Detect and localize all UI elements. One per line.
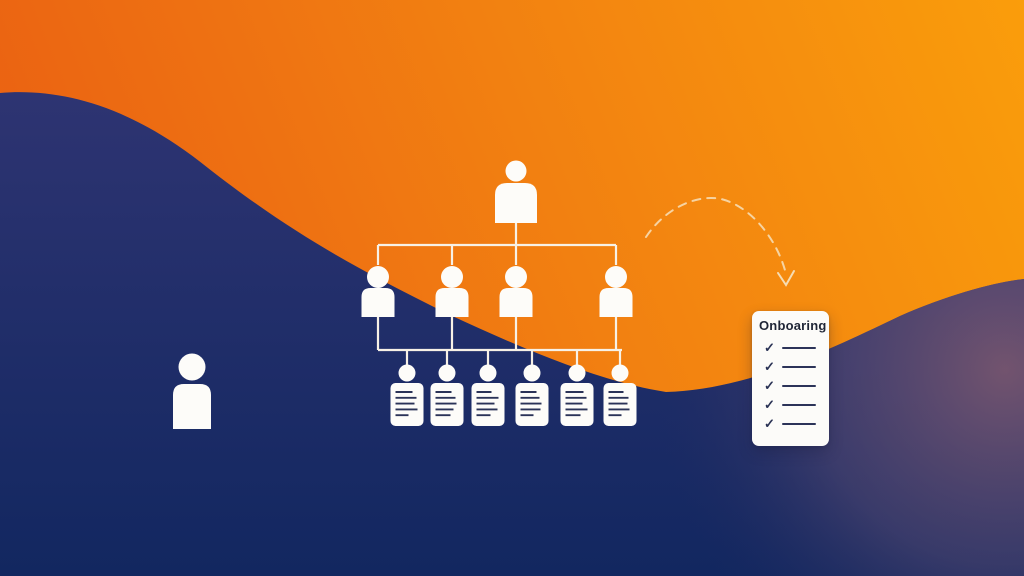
employee-profile-card (430, 364, 464, 426)
arrow-arc (645, 197, 787, 275)
team-lead-person-icon (361, 266, 395, 317)
check-icon: ✓ (764, 339, 775, 355)
manager-person-icon (495, 160, 537, 223)
checklist-item-line (781, 422, 816, 425)
checklist-title: Onboaring (759, 318, 827, 333)
org-chart-connector-lines (376, 222, 622, 366)
level3-profile-cards (390, 364, 637, 426)
person-head (398, 364, 416, 382)
checklist-item: ✓ (764, 396, 829, 412)
profile-text-lines (520, 391, 542, 417)
arrowhead-icon (777, 270, 795, 287)
profile-text-lines (565, 391, 588, 417)
person-head (505, 160, 527, 182)
dashed-arc-arrow (645, 197, 795, 287)
checklist-item-line (781, 384, 816, 387)
onboarding-checklist-card: Onboaring ✓ ✓ ✓ ✓ ✓ (752, 311, 829, 446)
check-icon: ✓ (764, 358, 775, 374)
profile-text-lines (608, 391, 630, 417)
profile-text-lines (476, 391, 499, 417)
person-head (611, 364, 629, 382)
team-lead-person-icon (599, 266, 633, 317)
person-head (523, 364, 541, 382)
check-icon: ✓ (764, 396, 775, 412)
team-lead-person-icon (435, 266, 469, 317)
person-head (178, 353, 206, 381)
checklist-item: ✓ (764, 339, 829, 355)
check-icon: ✓ (764, 377, 775, 393)
check-icon: ✓ (764, 415, 775, 431)
profile-text-lines (435, 391, 457, 417)
person-head (479, 364, 497, 382)
employee-profile-card (515, 364, 549, 426)
checklist-item-line (781, 365, 816, 368)
person-head (438, 364, 456, 382)
checklist-item: ✓ (764, 358, 829, 374)
checklist-item: ✓ (764, 415, 829, 431)
level2-person-icons (361, 266, 633, 317)
single-person-icon (173, 353, 211, 429)
employee-profile-card (390, 364, 424, 426)
person-body (173, 384, 211, 429)
profile-text-lines (395, 391, 418, 417)
employee-profile-card (471, 364, 505, 426)
person-head (568, 364, 586, 382)
checklist-item: ✓ (764, 377, 829, 393)
employee-profile-card (560, 364, 594, 426)
checklist-items: ✓ ✓ ✓ ✓ ✓ (752, 339, 829, 431)
person-body (495, 183, 537, 223)
employee-profile-card (603, 364, 637, 426)
team-lead-person-icon (499, 266, 533, 317)
checklist-item-line (781, 346, 816, 349)
checklist-item-line (781, 403, 816, 406)
